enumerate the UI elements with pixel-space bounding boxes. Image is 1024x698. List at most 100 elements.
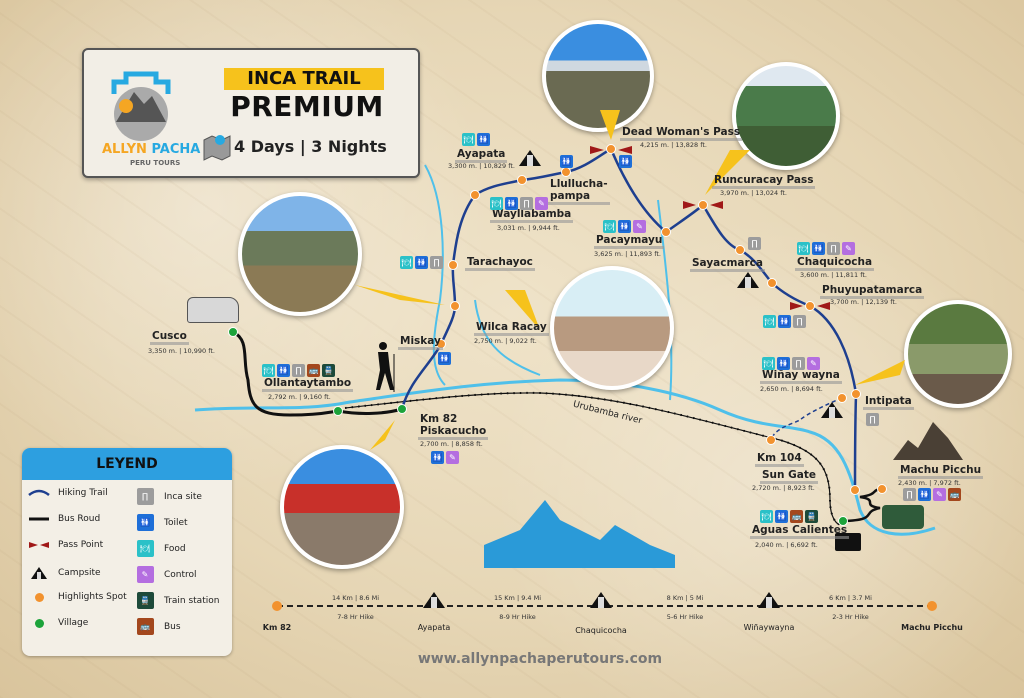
segment-time: 7-8 Hr Hike xyxy=(337,613,374,621)
village-marker[interactable] xyxy=(333,406,343,416)
timeline-campsite-icon xyxy=(590,592,612,608)
title-card: ALLYN PACHA PERU TOURS INCA TRAIL PREMIU… xyxy=(82,48,420,178)
highlight-marker[interactable] xyxy=(470,190,480,200)
inca-site-icon: ∏ xyxy=(792,357,805,370)
control-ticket-icon: ✎ xyxy=(535,197,548,210)
photo-dead-womans-pass xyxy=(542,20,654,132)
highlight-marker[interactable] xyxy=(767,278,777,288)
food-icon: 🍽 xyxy=(760,510,773,523)
inca-site-icon: ∏ xyxy=(866,413,879,426)
amenity-icons: ∏ xyxy=(748,237,761,250)
place-altitude: 2,720 m. | 8,923 ft. xyxy=(752,484,815,492)
inca-site-icon: ∏ xyxy=(520,197,533,210)
legend-label: Hiking Trail xyxy=(58,488,108,498)
bus-icon: 🚌 xyxy=(790,510,803,523)
food-icon: 🍽 xyxy=(797,242,810,255)
legend-item: 🚌Bus xyxy=(134,618,181,635)
bus-road-switchback xyxy=(842,487,883,523)
legend-label: Food xyxy=(164,543,186,554)
green-dot xyxy=(28,618,50,628)
legend-item: 🚻Toilet xyxy=(134,514,188,531)
highlight-marker[interactable] xyxy=(805,301,815,311)
highlight-marker[interactable] xyxy=(877,484,887,494)
place-altitude: 3,350 m. | 10,990 ft. xyxy=(148,347,215,355)
inca-site-icon: ∏ xyxy=(292,364,305,377)
legend-label: Bus xyxy=(164,621,181,632)
highlight-marker[interactable] xyxy=(448,260,458,270)
legend-item: Campsite xyxy=(28,566,101,580)
toilet-icon: 🚻 xyxy=(431,451,444,464)
toilet-icon: 🚻 xyxy=(415,256,428,269)
campsite-tent-icon xyxy=(737,272,759,288)
legend-label: Bus Roud xyxy=(58,514,101,524)
timeline-campsite-icon xyxy=(423,592,445,608)
highlight-marker[interactable] xyxy=(450,301,460,311)
side-river xyxy=(474,299,541,376)
place-name: Aguas Calientes xyxy=(750,524,850,539)
place-altitude: 3,970 m. | 13,024 ft. xyxy=(720,189,787,197)
legend-item: Bus Roud xyxy=(28,514,100,524)
toilet-icon: 🚻 xyxy=(560,155,573,168)
timeline-stop-name: Machu Picchu xyxy=(901,623,963,632)
campsite-tent-icon xyxy=(519,150,541,166)
segment-time: 8-9 Hr Hike xyxy=(499,613,536,621)
amenity-icons: 🚻✎ xyxy=(431,451,459,464)
amenity-icons: 🚻 xyxy=(438,352,451,365)
highlight-marker[interactable] xyxy=(606,144,616,154)
amenity-icons: 🍽🚻∏✎ xyxy=(762,357,820,370)
place-name: Ollantaytambo xyxy=(262,377,354,392)
amenity-icons: ∏ xyxy=(866,413,879,426)
orange-dot xyxy=(28,592,50,602)
legend-item: 🍽Food xyxy=(134,540,186,557)
photo-dining-tent xyxy=(550,266,674,390)
inca-site-icon: ∏ xyxy=(134,488,156,505)
trail-banner: INCA TRAIL xyxy=(224,68,384,90)
highlight-marker[interactable] xyxy=(851,389,861,399)
inca-site-icon: ∏ xyxy=(430,256,443,269)
highlight-marker[interactable] xyxy=(561,167,571,177)
legend-item: 🚆Train station xyxy=(134,592,219,609)
pass-point-icons xyxy=(590,146,830,310)
highlight-marker[interactable] xyxy=(766,435,776,445)
inca-site-icon: ∏ xyxy=(748,237,761,250)
amenity-icons: 🍽🚻🚌🚆 xyxy=(760,510,818,523)
website-link[interactable]: www.allynpachaperutours.com xyxy=(417,651,663,667)
pacaymayu-river xyxy=(657,199,673,401)
timeline-endpoint xyxy=(927,601,937,611)
pass-point-icon xyxy=(28,540,50,550)
place-name: Km 82 Piskacucho xyxy=(418,413,489,440)
place-altitude: 3,600 m. | 11,811 ft. xyxy=(800,271,867,279)
legend-label: Village xyxy=(58,618,89,628)
highlight-marker[interactable] xyxy=(517,175,527,185)
timeline-stop-name: Wiñaywayna xyxy=(743,623,795,632)
highlight-marker[interactable] xyxy=(698,200,708,210)
place-altitude: 2,040 m. | 6,692 ft. xyxy=(755,541,818,549)
amenity-icons: 🍽🚻∏ xyxy=(400,256,443,269)
legend-label: Toilet xyxy=(164,517,188,528)
amenity-icons: 🍽🚻✎ xyxy=(603,220,646,233)
village-marker[interactable] xyxy=(397,404,407,414)
inca-site-icon: ∏ xyxy=(793,315,806,328)
legend-label: Inca site xyxy=(164,491,202,502)
bus-road-line xyxy=(28,516,50,522)
place-name: Dead Woman's Pass xyxy=(620,126,743,141)
bus-icon: 🚌 xyxy=(307,364,320,377)
village-marker[interactable] xyxy=(228,327,238,337)
highlight-marker[interactable] xyxy=(661,227,671,237)
amenity-icons: 🍽🚻∏ xyxy=(763,315,806,328)
toilet-icon: 🚻 xyxy=(438,352,451,365)
food-icon: 🍽 xyxy=(400,256,413,269)
food-icon: 🍽 xyxy=(262,364,275,377)
company-logo xyxy=(111,71,171,141)
highlight-marker[interactable] xyxy=(850,485,860,495)
toilet-icon: 🚻 xyxy=(618,220,631,233)
village-marker[interactable] xyxy=(838,516,848,526)
toilet-icon: 🚻 xyxy=(777,357,790,370)
highlight-marker[interactable] xyxy=(735,245,745,255)
photo-winay-wayna xyxy=(904,300,1012,408)
timeline-stop-name: Km 82 xyxy=(262,623,292,632)
legend-item: ✎Control xyxy=(134,566,197,583)
